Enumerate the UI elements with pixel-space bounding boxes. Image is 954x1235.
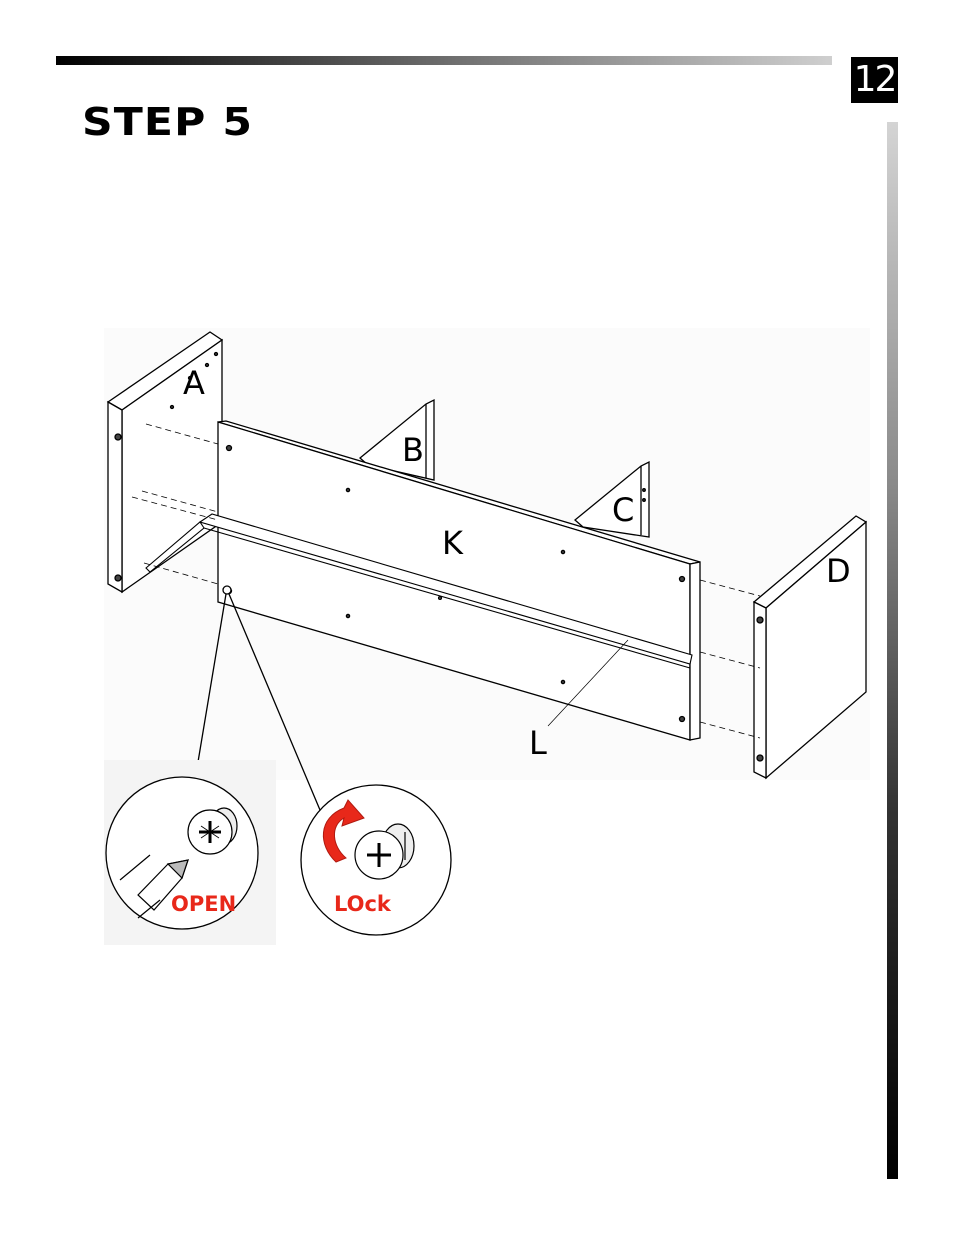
detail-lock: LOck xyxy=(301,785,451,935)
label-d: D xyxy=(826,552,851,590)
open-label: OPEN xyxy=(171,892,236,916)
label-b: B xyxy=(402,431,424,469)
detail-open: OPEN xyxy=(104,760,276,945)
label-c: C xyxy=(612,491,634,529)
label-k: K xyxy=(442,524,464,562)
lock-label: LOck xyxy=(334,892,392,916)
label-a: A xyxy=(183,364,205,402)
label-l: L xyxy=(529,724,547,762)
